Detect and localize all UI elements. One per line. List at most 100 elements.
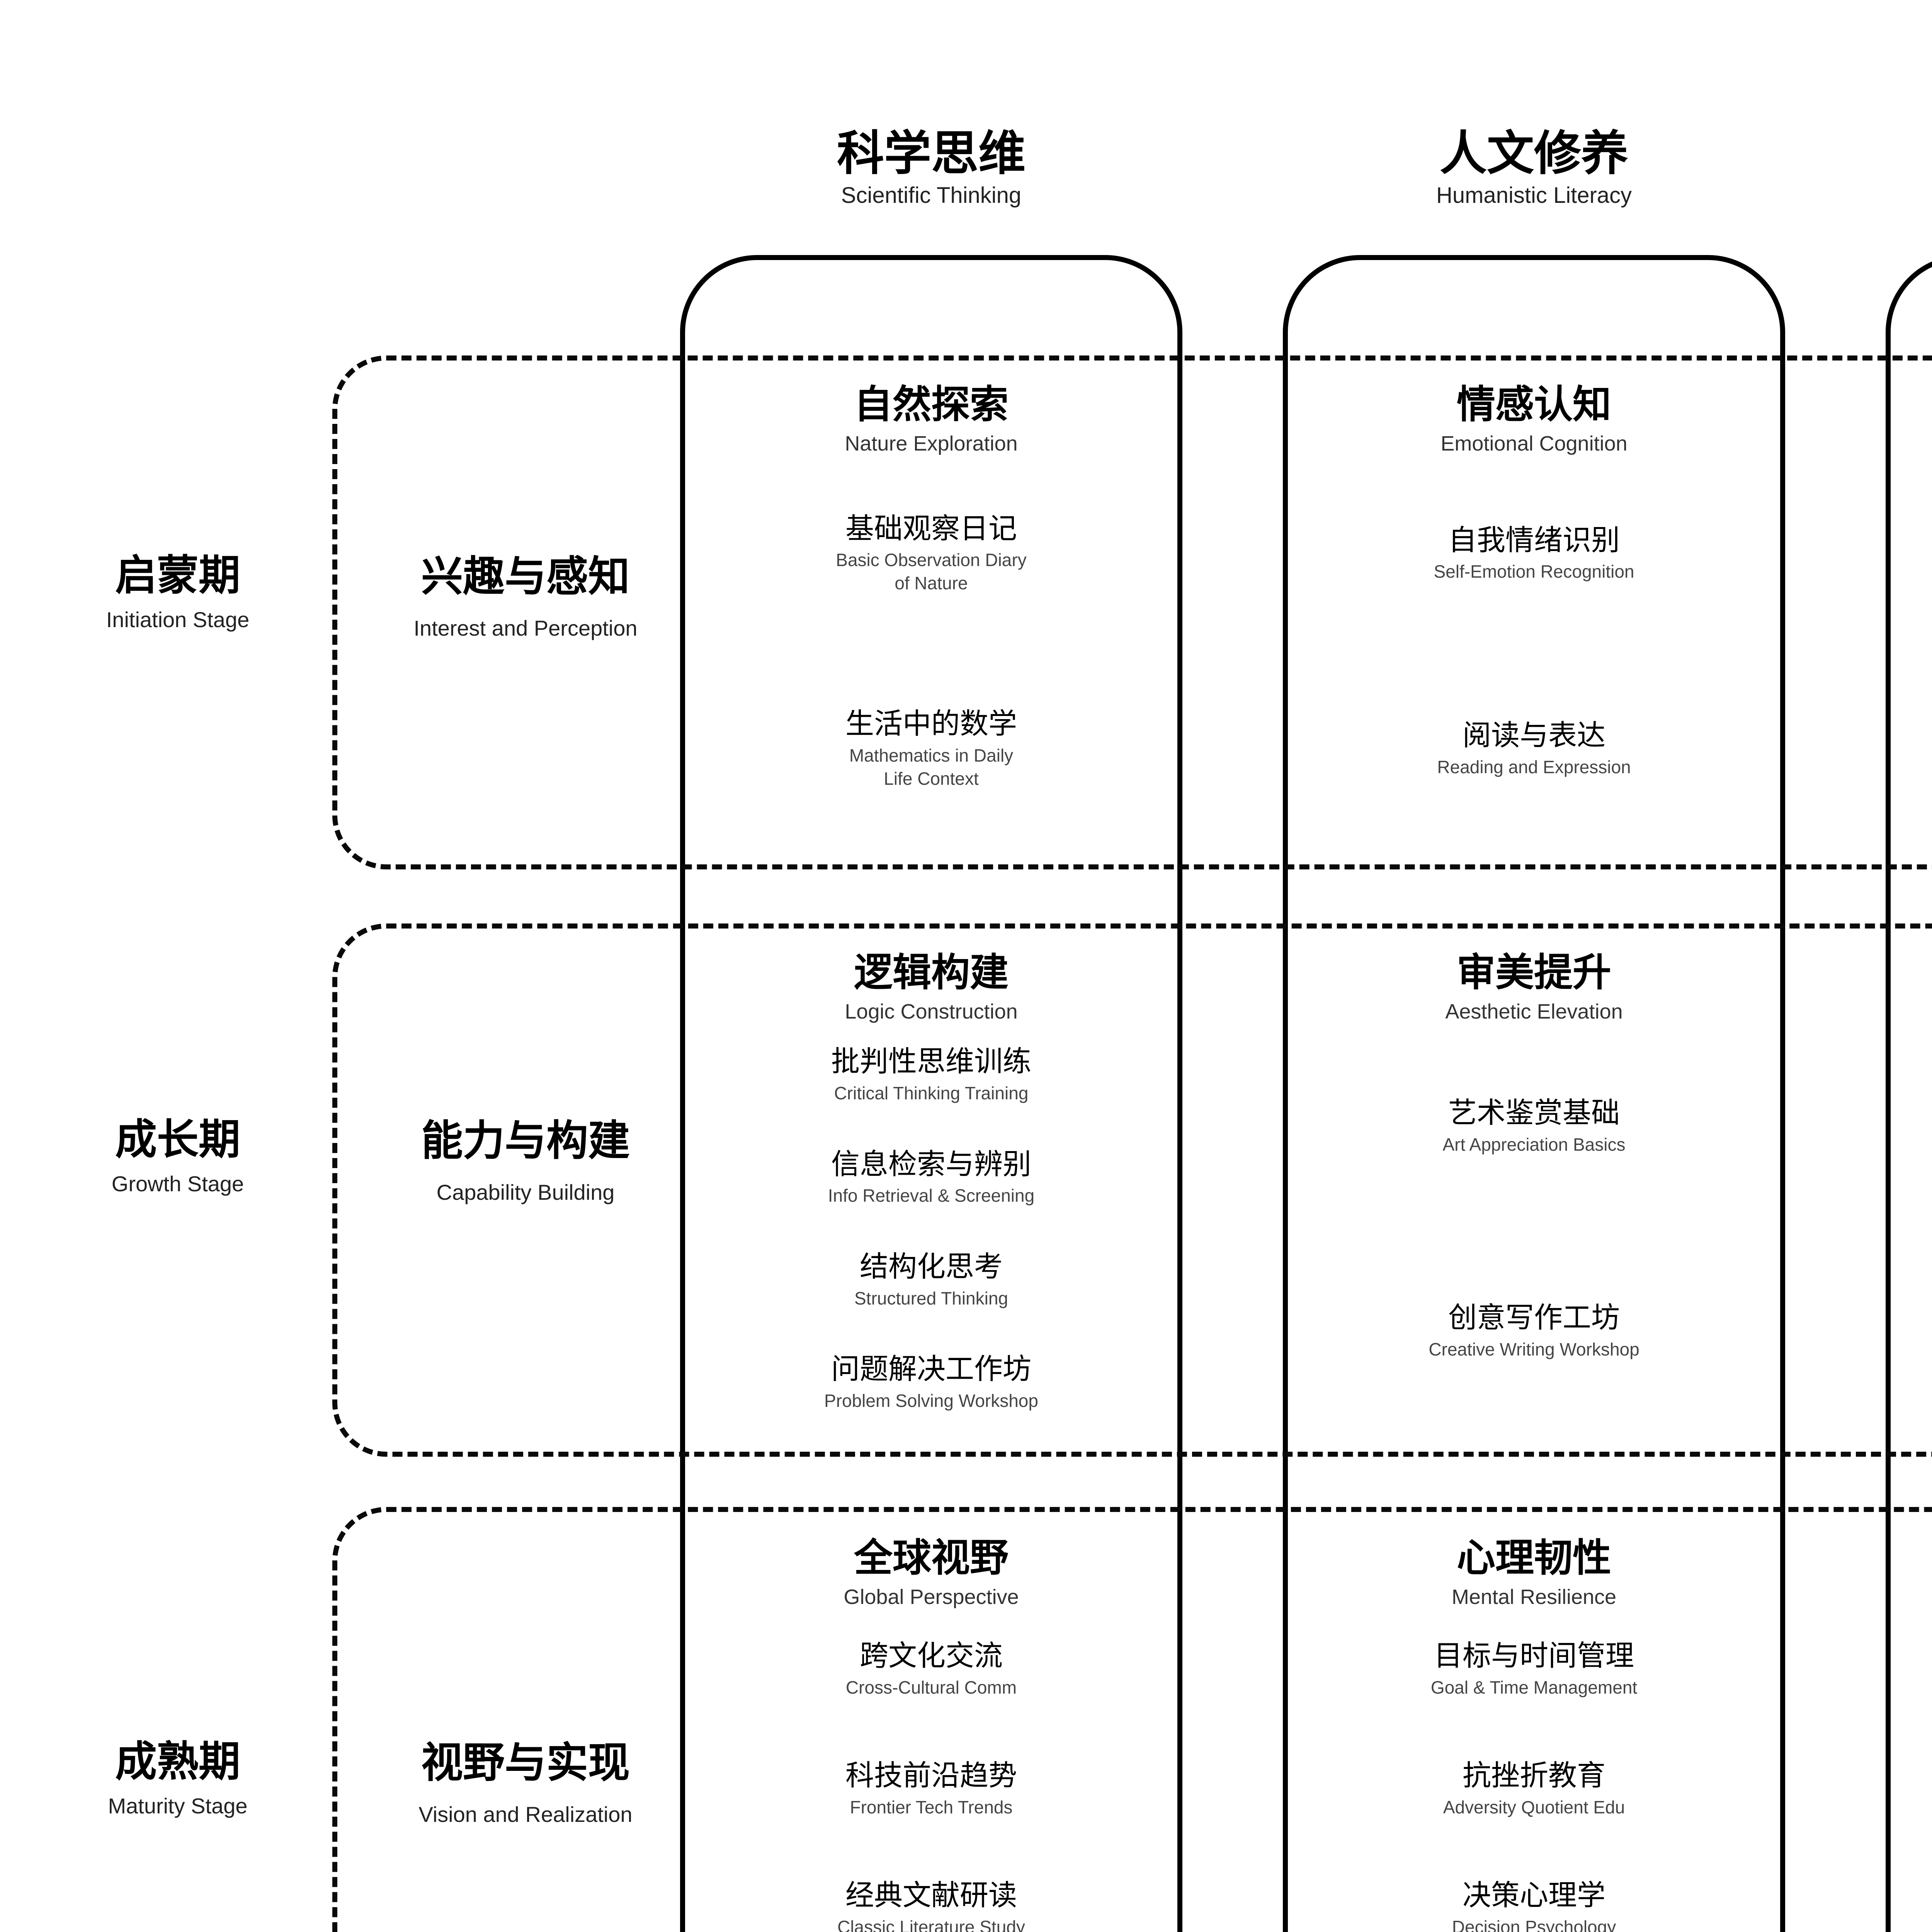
program-item-en: Frontier Tech Trends	[850, 1797, 1013, 1817]
item-list: 礼仪与规范Etiquette and Norms什么是分享与合作What is …	[1893, 456, 1932, 846]
dimension-label-interest-perception: 兴趣与感知 Interest and Perception	[371, 553, 680, 641]
cell-title: 情感认知 Emotional Cognition	[1440, 383, 1627, 456]
program-item-zh: 问题解决工作坊	[831, 1353, 1031, 1385]
program-item-zh: 批判性思维训练	[831, 1045, 1031, 1078]
program-item: 批判性思维训练 Critical Thinking Training	[831, 1044, 1031, 1105]
program-item-en: Mathematics in Daily Life Context	[849, 745, 1014, 789]
program-item-zh: 信息检索与辨别	[831, 1148, 1031, 1180]
program-item: 科技前沿趋势 Frontier Tech Trends	[845, 1759, 1017, 1819]
cell-title-zh: 审美提升	[1456, 951, 1611, 994]
program-item: 艺术鉴赏基础 Art Appreciation Basics	[1442, 1096, 1625, 1156]
program-item-en: Basic Observation Diary of Nature	[836, 550, 1027, 594]
cell-title-en: Emotional Cognition	[1440, 432, 1628, 455]
program-item-zh: 科技前沿趋势	[845, 1759, 1017, 1792]
column-title-en: Social Responsibility	[1886, 183, 1932, 208]
cell-title-en: Logic Construction	[845, 1000, 1018, 1023]
cell-title-zh: 逻辑构建	[854, 951, 1009, 994]
program-item-en: Reading and Expression	[1437, 757, 1631, 777]
program-item-en: Structured Thinking	[854, 1288, 1009, 1308]
program-item-en: Problem Solving Workshop	[824, 1390, 1038, 1411]
cell-title-zh: 心理韧性	[1456, 1536, 1611, 1580]
program-item: 生活中的数学 Mathematics in Daily Life Context	[845, 707, 1017, 790]
column-title-en: Scientific Thinking	[841, 183, 1022, 208]
column-box-scientific-thinking	[680, 255, 1182, 1932]
program-item-zh: 阅读与表达	[1463, 719, 1605, 751]
column-title-zh: 人文修养	[1440, 127, 1628, 180]
cell-title: 全球视野 Global Perspective	[844, 1536, 1019, 1609]
cell-title: 逻辑构建 Logic Construction	[845, 951, 1017, 1024]
program-item-en: Info Retrieval & Screening	[828, 1185, 1035, 1206]
column-title-zh: 科学思维	[837, 127, 1026, 180]
dimension-label-zh: 视野与实现	[421, 1739, 630, 1786]
dimension-label-capability-building: 能力与构建 Capability Building	[371, 1117, 680, 1205]
stage-label-growth: 成长期 Growth Stage	[15, 1116, 340, 1196]
program-item-en: Creative Writing Workshop	[1429, 1339, 1639, 1360]
cell-title: 心理韧性 Mental Resilience	[1452, 1536, 1616, 1609]
cell-title-en: Aesthetic Elevation	[1445, 1000, 1623, 1023]
stage-label-initiation: 启蒙期 Initiation Stage	[15, 552, 340, 632]
item-list: 基础观察日记 Basic Observation Diary of Nature 生…	[688, 456, 1175, 846]
cell-rule-awareness: 规则意识 Rule Awareness 礼仪与规范Etiquette and N…	[1893, 383, 1932, 846]
program-item-en: Self-Emotion Recognition	[1434, 561, 1634, 582]
program-item-zh: 基础观察日记	[845, 512, 1017, 544]
program-item: 抗挫折教育 Adversity Quotient Edu	[1443, 1759, 1625, 1819]
stage-label-en: Maturity Stage	[108, 1793, 248, 1818]
dimension-label-zh: 能力与构建	[421, 1117, 630, 1164]
cell-mental-resilience: 心理韧性 Mental Resilience 目标与时间管理 Goal & Tim…	[1291, 1536, 1777, 1932]
program-item-zh: 生活中的数学	[845, 707, 1017, 740]
cell-title-en: Global Perspective	[844, 1585, 1019, 1609]
program-item-en: Adversity Quotient Edu	[1443, 1797, 1625, 1817]
cell-title-zh: 全球视野	[854, 1536, 1009, 1580]
program-item-zh: 决策心理学	[1462, 1879, 1605, 1912]
item-list: 艺术鉴赏基础 Art Appreciation Basics 创意写作工坊 Creat…	[1291, 1024, 1777, 1434]
program-item-zh: 艺术鉴赏基础	[1448, 1097, 1620, 1129]
column-header-scientific-thinking: 科学思维 Scientific Thinking	[680, 128, 1182, 208]
cell-global-perspective: 全球视野 Global Perspective 跨文化交流 Cross-Cultu…	[688, 1536, 1175, 1932]
program-item-en: Cross-Cultural Comm	[845, 1677, 1017, 1697]
program-item: 创意写作工坊 Creative Writing Workshop	[1429, 1301, 1639, 1361]
cell-title: 自然探索 Nature Exploration	[845, 383, 1017, 456]
column-title-en: Humanistic Literacy	[1436, 183, 1632, 208]
program-item-en: Decision Psychology	[1452, 1917, 1616, 1932]
program-item-zh: 目标与时间管理	[1434, 1639, 1634, 1672]
column-box-humanistic-literacy	[1283, 255, 1785, 1932]
program-item-en: Goal & Time Management	[1430, 1677, 1638, 1697]
dimension-label-en: Capability Building	[436, 1180, 615, 1205]
item-list: 社会创新方案Social Innovation PlanPBL项目式学习Proj…	[1893, 1609, 1932, 1932]
stage-label-zh: 成熟期	[115, 1738, 240, 1785]
program-item: 信息检索与辨别 Info Retrieval & Screening	[828, 1147, 1034, 1208]
dimension-label-vision-realization: 视野与实现 Vision and Realization	[371, 1739, 680, 1827]
dimension-label-en: Interest and Perception	[413, 616, 638, 641]
program-item-zh: 创意写作工坊	[1448, 1301, 1620, 1334]
program-item: 基础观察日记 Basic Observation Diary of Nature	[836, 512, 1026, 595]
cell-title: 审美提升 Aesthetic Elevation	[1445, 951, 1622, 1024]
row-box-maturity-stage	[332, 1507, 1932, 1932]
program-item-zh: 跨文化交流	[859, 1639, 1003, 1672]
program-item: 决策心理学 Decision Psychology	[1452, 1878, 1616, 1932]
cell-logic-construction: 逻辑构建 Logic Construction 批判性思维训练 Critical …	[688, 951, 1175, 1434]
program-item-zh: 结构化思考	[860, 1250, 1003, 1282]
program-item: 跨文化交流 Cross-Cultural Comm	[846, 1639, 1017, 1699]
cell-nature-exploration: 自然探索 Nature Exploration 基础观察日记 Basic Obse…	[688, 383, 1175, 846]
program-item: 结构化思考 Structured Thinking	[854, 1250, 1008, 1310]
program-item-zh: 抗挫折教育	[1463, 1759, 1605, 1792]
stage-label-maturity: 成熟期 Maturity Stage	[15, 1738, 340, 1818]
row-box-growth-stage	[332, 923, 1932, 1457]
column-header-humanistic-literacy: 人文修养 Humanistic Literacy	[1283, 128, 1785, 208]
program-item-en: Critical Thinking Training	[834, 1083, 1029, 1104]
dimension-label-zh: 兴趣与感知	[421, 553, 630, 600]
program-item-en: Art Appreciation Basics	[1442, 1134, 1626, 1155]
item-list: 目标与时间管理 Goal & Time Management 抗挫折教育 Advers…	[1291, 1609, 1777, 1932]
stage-label-zh: 启蒙期	[115, 552, 240, 599]
program-item: 问题解决工作坊 Problem Solving Workshop	[824, 1352, 1038, 1413]
cell-title-en: Nature Exploration	[845, 432, 1018, 455]
cell-integrative-innovation: 综合创变 Integrative Innovation 社会创新方案Social…	[1893, 1536, 1932, 1932]
program-item-en: Classic Literature Study	[837, 1917, 1025, 1932]
cell-team-practice: 团队实践 Team Practice 演讲与辩论Speech and Debat…	[1893, 951, 1932, 1434]
item-list: 批判性思维训练 Critical Thinking Training 信息检索与辨别…	[688, 1024, 1175, 1434]
cell-aesthetic-elevation: 审美提升 Aesthetic Elevation 艺术鉴赏基础 Art Appre…	[1291, 951, 1777, 1434]
item-list: 演讲与辩论Speech and Debate校园志愿服务Campus Volun…	[1893, 1024, 1932, 1434]
stage-label-en: Initiation Stage	[106, 607, 250, 632]
